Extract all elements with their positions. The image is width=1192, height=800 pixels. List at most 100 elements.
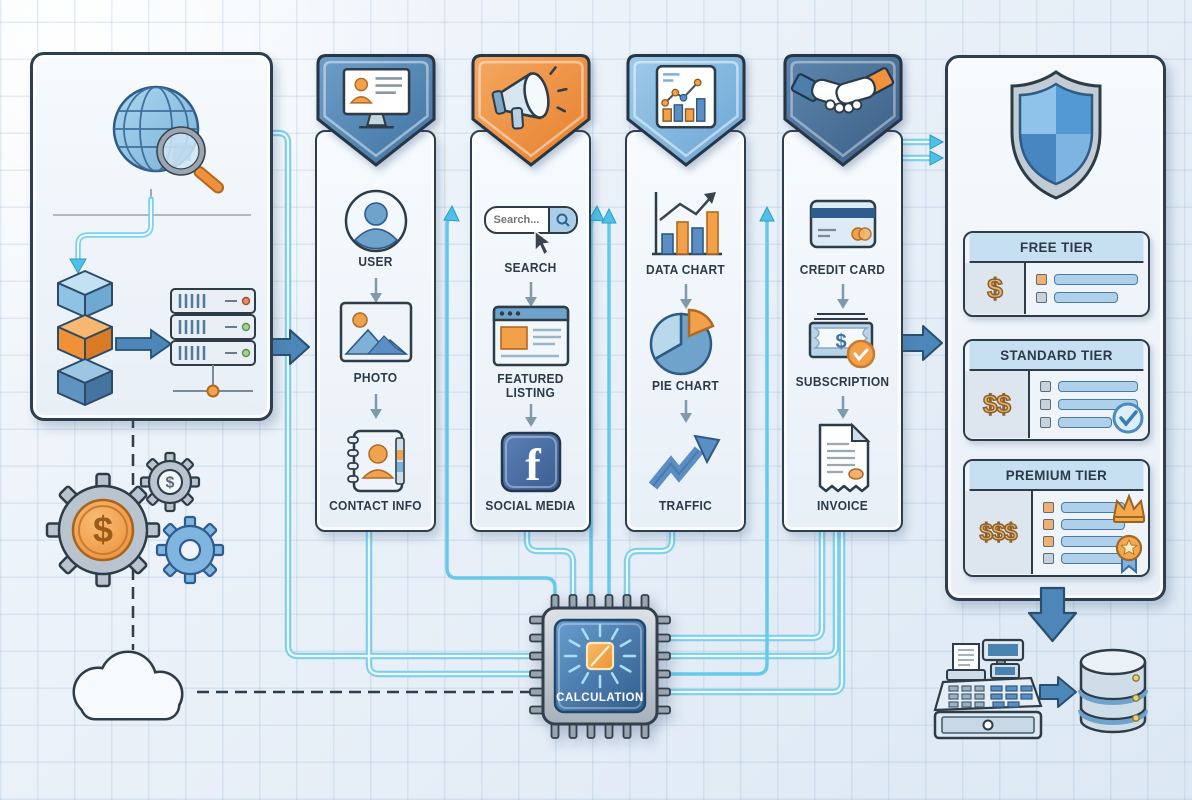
gears-dollar-icon: $ $	[45, 451, 225, 588]
step-arrow-icon	[679, 284, 692, 309]
label-subscription: SUBSCRIPTION	[795, 374, 890, 389]
step-arrow-icon	[369, 394, 382, 419]
bullet-icon	[1040, 417, 1051, 428]
tier-premium-price: $$$	[965, 491, 1033, 574]
facebook-letter: f	[525, 439, 541, 490]
globe-search-icon	[112, 85, 225, 194]
badge-payments	[782, 54, 903, 167]
line-up-mid-1	[589, 212, 598, 599]
check-circle-icon	[1112, 402, 1144, 434]
feature-row	[1040, 417, 1138, 428]
coin-dollar: $	[93, 509, 113, 550]
dollar-coin-icon	[71, 498, 135, 562]
megaphone-icon	[491, 66, 568, 130]
featured-listing-icon	[492, 305, 569, 367]
photo-icon	[339, 301, 412, 363]
pipe-traffic-to-chip	[623, 520, 676, 601]
money-check-icon: $	[808, 313, 875, 369]
feature-row	[1040, 399, 1138, 410]
tier-premium-label: PREMIUM TIER	[969, 461, 1144, 491]
pie-chart-icon	[649, 308, 715, 376]
bullet-icon	[1043, 535, 1054, 547]
user-avatar-icon	[344, 189, 407, 253]
label-user: USER	[358, 254, 393, 269]
badge-analytics	[625, 54, 746, 167]
magnifier-icon	[156, 126, 225, 194]
search-button[interactable]	[547, 208, 576, 232]
tier-premium-features	[1033, 491, 1148, 574]
line-up-col5	[667, 220, 769, 676]
invoice-icon	[818, 422, 870, 493]
search-input[interactable]	[485, 214, 548, 226]
tier-free-label: FREE TIER	[969, 233, 1144, 263]
database-icon	[1078, 648, 1148, 734]
source-panel	[30, 52, 273, 421]
tier-card-premium: PREMIUM TIER $$$	[963, 459, 1150, 577]
badge-user-data	[315, 54, 436, 167]
search-bar-icon	[483, 206, 578, 234]
column-user-data: USER PHOTO CONTACT INFO	[315, 54, 436, 532]
trend-arrow-icon	[648, 434, 721, 490]
feature-bar	[1061, 518, 1125, 530]
feature-bar	[1058, 399, 1138, 410]
step-arrow-icon	[836, 284, 849, 309]
tier-standard-features	[1030, 371, 1148, 438]
source-panel-detail	[53, 189, 256, 406]
label-pie-chart: PIE CHART	[652, 378, 719, 393]
feature-row	[1036, 292, 1138, 303]
step-arrow-icon	[679, 400, 692, 423]
feature-row	[1036, 274, 1138, 285]
step-arrow-icon	[836, 396, 849, 419]
bullet-icon	[1036, 292, 1047, 303]
feature-bar	[1058, 417, 1112, 428]
shield-icon	[1010, 70, 1102, 200]
blue-gear	[155, 515, 225, 585]
label-photo: PHOTO	[353, 370, 398, 385]
crown-icon	[1112, 493, 1146, 523]
contact-book-icon	[346, 429, 405, 493]
badge-marketing	[470, 54, 591, 167]
calculation-chip: CALCULATION	[525, 590, 675, 745]
column-payments: CREDIT CARD $ SUBSCRIPTION INVOICE	[782, 54, 903, 532]
tier-free-features	[1026, 263, 1148, 314]
chip-label: CALCULATION	[556, 692, 644, 704]
bullet-icon	[1036, 274, 1047, 285]
bullet-icon	[1040, 381, 1051, 392]
data-cubes-icon	[57, 270, 113, 406]
cloud-icon	[72, 650, 184, 721]
bullet-icon	[1043, 501, 1054, 513]
server-rack-icon	[170, 288, 256, 398]
feature-row	[1040, 381, 1138, 392]
label-search: SEARCH	[504, 260, 557, 275]
label-featured-listing: FEATURED LISTING	[497, 371, 564, 401]
arrow-register-to-db	[1039, 676, 1077, 708]
handshake-icon	[790, 67, 894, 114]
facebook-icon: f	[500, 431, 561, 493]
small-gear-dollar: $	[166, 475, 175, 492]
step-arrow-icon	[524, 404, 537, 427]
bullet-icon	[1043, 552, 1054, 564]
step-arrow-icon	[524, 282, 537, 307]
label-traffic: TRAFFIC	[658, 498, 713, 513]
tier-standard-label: STANDARD TIER	[969, 341, 1144, 371]
label-invoice: INVOICE	[816, 498, 869, 513]
label-contact-info: CONTACT INFO	[329, 498, 422, 513]
svg-text:$: $	[835, 331, 846, 353]
tier-card-free: FREE TIER $	[963, 231, 1150, 317]
credit-card-icon	[809, 199, 876, 249]
bullet-icon	[1043, 518, 1054, 530]
tier-standard-price: $$	[965, 371, 1030, 438]
tier-card-standard: STANDARD TIER $$	[963, 339, 1150, 441]
step-arrow-icon	[369, 278, 382, 303]
label-data-chart: DATA CHART	[646, 262, 725, 277]
cursor-icon	[533, 230, 553, 257]
bar-chart-icon	[651, 192, 722, 256]
chart-card-icon	[655, 64, 716, 129]
column-marketing: SEARCH FEATURED LISTING f SOCIAL MEDIA	[470, 54, 591, 532]
small-gear: $	[139, 451, 201, 513]
label-credit-card: CREDIT CARD	[799, 262, 886, 277]
flow-arrows	[261, 325, 1077, 708]
feature-row	[1043, 552, 1138, 564]
feature-row	[1043, 518, 1138, 530]
